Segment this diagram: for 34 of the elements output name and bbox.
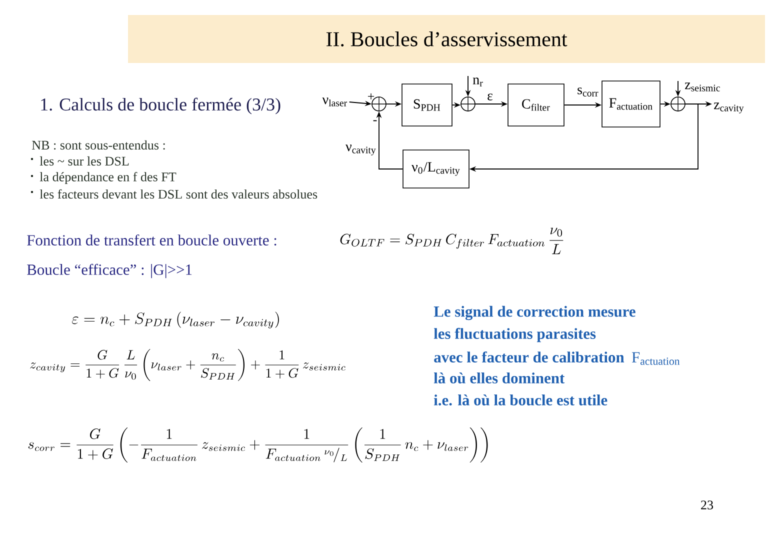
edge-label: ε	[488, 94, 493, 100]
body-text: Le signal de correction mesure	[434, 306, 636, 320]
equation: $s_{corr} = \frac{G}{1+G}\left(-\frac{1}{F_{actuation}}\, z_{seismic} + \frac{1}{F_{actuation}\,{}^{\nu_0}\!/_{L}}\left(\frac{1}{S_{PDH}}\, n_c + \nu_{laser}\right)\right)$	[28, 427, 488, 462]
bullet-item: les ~ sur les DSL	[40, 156, 129, 166]
signal-label: z$_{seismic}$	[684, 82, 720, 92]
body-text: avec le facteur de calibration	[434, 351, 624, 363]
page-number: 23	[701, 500, 714, 510]
block-box: $\mathrm{F}_{\mathrm{actuation}}$	[602, 80, 660, 128]
note-text: NB : sont sous-entendus :	[32, 140, 165, 150]
bullet-item: les facteurs devant les DSL sont des valeurs absolues	[40, 189, 318, 199]
body-text: là où elles dominent	[434, 372, 565, 384]
body-text: Boucle “efficace” : |G|>>1	[27, 264, 192, 278]
edge-label: ν$_{cavity}$	[346, 144, 376, 156]
body-text: les fluctuations parasites	[434, 328, 596, 342]
equation: $\varepsilon = n_c + S_{PDH}\left(\nu_{laser} - \nu_{cavity}\right)$	[72, 312, 279, 328]
block-box: C$_{filter}$	[508, 84, 564, 126]
edge-label: s$_{corr}$	[578, 88, 598, 96]
bullet-item: la dépendance en f des FT	[40, 172, 176, 184]
summing-junction	[670, 96, 686, 112]
symbol-label: $\mathrm{F}_{\mathrm{actuation}}$	[632, 352, 680, 365]
block-box: ν$_{0}$/L$_{cavity}$	[402, 150, 470, 188]
signal-label: n$_{r}$	[472, 78, 483, 86]
block-box: S$_{PDH}$	[402, 84, 452, 126]
sign-label: -	[373, 120, 377, 122]
section-heading: 1. Calculs de boucle fermée (3/3)	[41, 98, 280, 114]
body-text: Fonction de transfert en boucle ouverte :	[27, 234, 276, 246]
equation: $z_{cavity} = \frac{G}{1+G}\,\frac{L}{\nu_0}\left(\nu_{laser} + \frac{n_c}{S_{PDH}}\right) + \frac{1}{1+G}\, z_{seismic}$	[30, 349, 346, 381]
sign-label: +	[368, 93, 374, 100]
summing-junction	[460, 96, 476, 112]
signal-label: ν$_{laser}$	[322, 98, 347, 106]
equation: $G_{OLTF} = S_{PDH}\, C_{filter}\, F_{actuation}\,\frac{\nu_0}{L}$	[340, 228, 564, 254]
signal-label: z$_{cavity}$	[714, 102, 744, 114]
title-banner: II. Boucles d’asservissement	[128, 15, 765, 63]
body-text: i.e. là où la boucle est utile	[434, 394, 608, 406]
